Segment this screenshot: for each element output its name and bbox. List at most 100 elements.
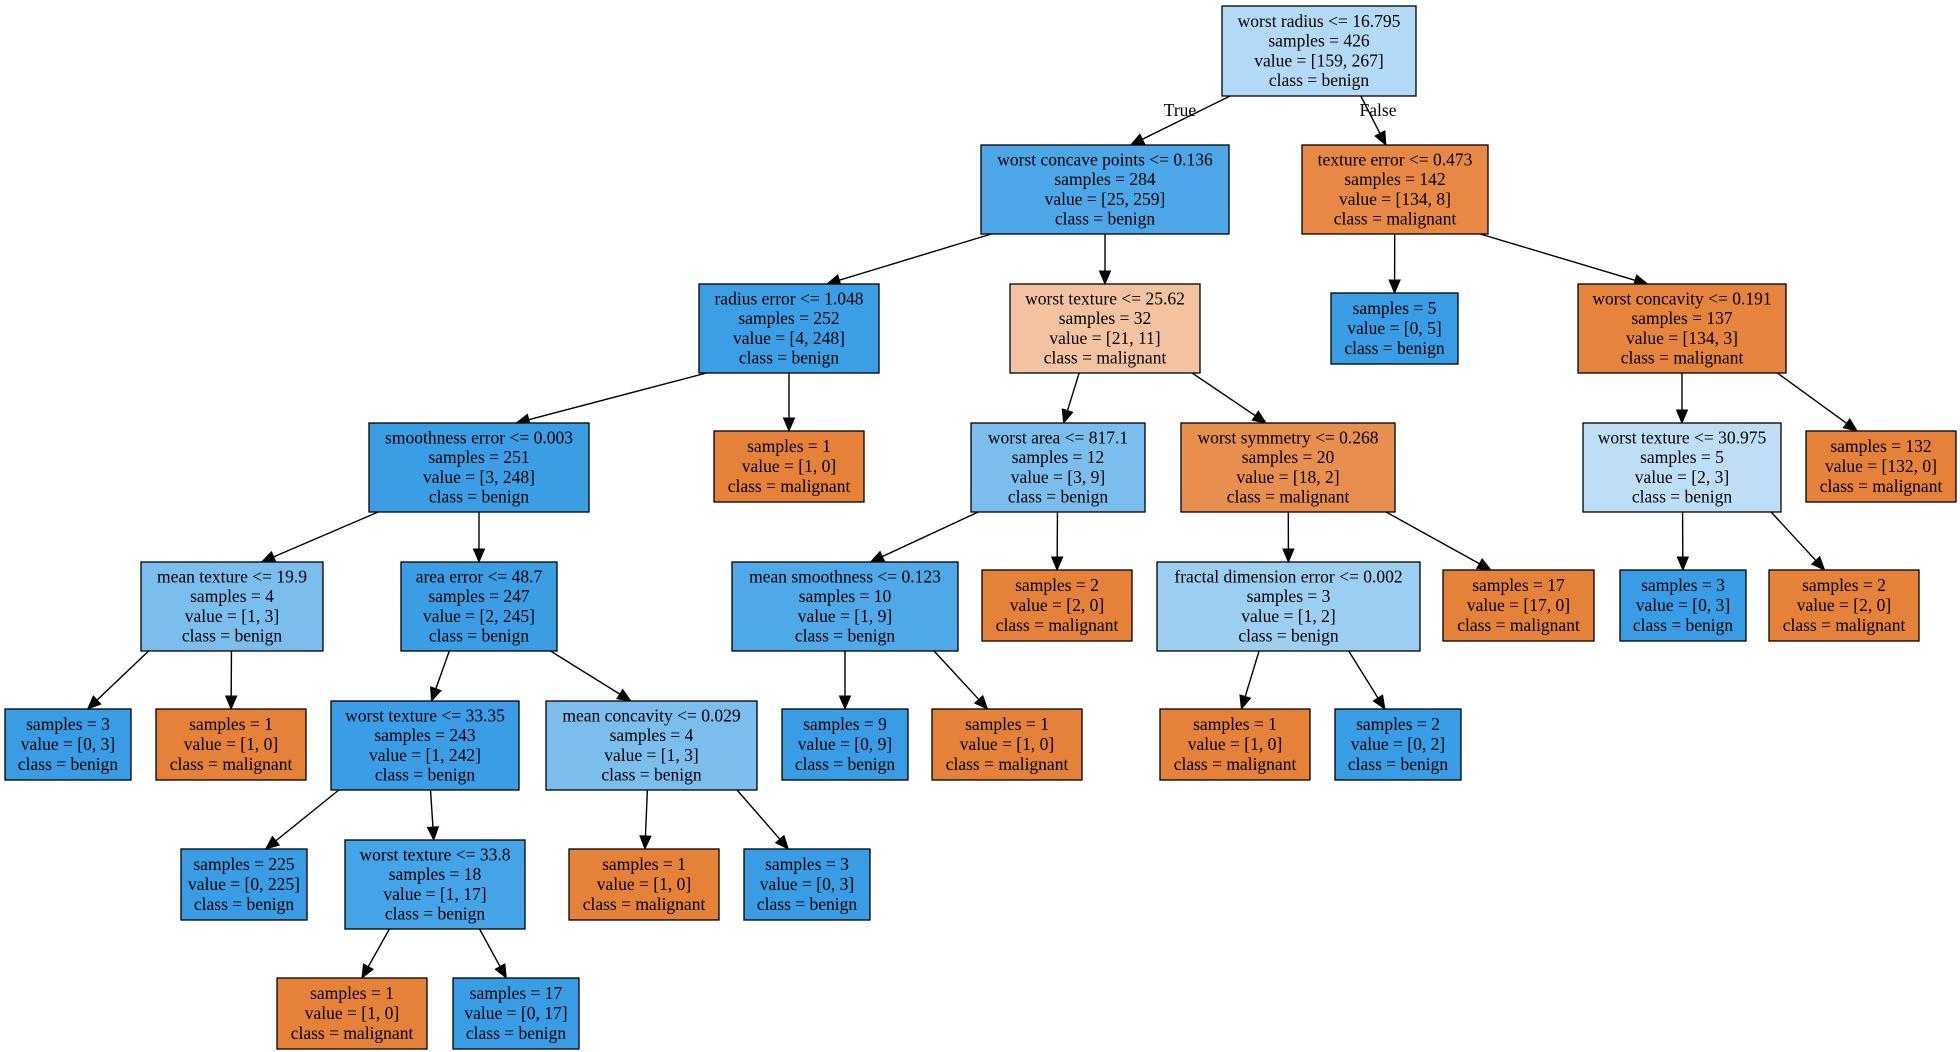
node-box [1442, 569, 1595, 642]
node-line: value = [21, 11] [1049, 328, 1160, 348]
node-line: class = benign [1348, 754, 1449, 774]
node-line: class = malignant [1457, 615, 1580, 635]
node-line: class = benign [1269, 70, 1370, 90]
node-line: value = [1, 3] [604, 745, 698, 765]
node-line: value = [0, 5] [1347, 318, 1441, 338]
node-box [1577, 283, 1787, 374]
arrow-head-icon [782, 417, 796, 433]
node-box [368, 422, 590, 513]
edge-n8-n9 [275, 789, 340, 842]
node-box [276, 977, 428, 1050]
node-box [1334, 708, 1462, 781]
node-line: class = malignant [291, 1023, 414, 1043]
tree-node-n24: fractal dimension error <= 0.002samples … [1156, 561, 1421, 652]
arrow-head-icon [1239, 694, 1252, 711]
node-box [931, 708, 1083, 781]
node-line: mean concavity <= 0.029 [562, 705, 740, 725]
node-line: class = malignant [583, 894, 706, 914]
node-box [400, 561, 558, 652]
arrow-head-icon [264, 835, 281, 850]
edge-n13-n15 [736, 789, 781, 840]
node-line: value = [3, 248] [423, 467, 535, 487]
node-line: samples = 1 [602, 854, 686, 874]
node-line: value = [1, 0] [184, 734, 278, 754]
arrow-head-icon [1388, 279, 1401, 295]
node-box [1159, 708, 1311, 781]
node-line: samples = 17 [1472, 575, 1565, 595]
arrow-head-icon [639, 835, 652, 851]
edge-label-false: False [1360, 100, 1397, 120]
node-line: value = [2, 0] [1797, 595, 1891, 615]
arrow-head-icon [838, 695, 852, 711]
arrow-head-icon [86, 695, 102, 710]
node-line: class = malignant [996, 615, 1119, 635]
arrow-head-icon [1372, 694, 1386, 711]
node-box [1009, 283, 1201, 374]
arrow-head-icon [1676, 556, 1690, 572]
node-box [568, 848, 720, 921]
node-line: value = [159, 267] [1254, 50, 1383, 70]
node-box [731, 561, 959, 652]
node-line: class = benign [1633, 615, 1734, 635]
node-line: value = [17, 0] [1467, 595, 1570, 615]
node-line: samples = 247 [428, 586, 529, 606]
node-line: class = benign [194, 894, 295, 914]
arrow-head-icon [472, 548, 486, 564]
node-line: samples = 137 [1631, 308, 1732, 328]
node-line: samples = 3 [1641, 575, 1725, 595]
arrow-head-icon [1842, 418, 1859, 432]
node-line: samples = 1 [747, 436, 831, 456]
node-line: samples = 2 [1356, 714, 1440, 734]
edge-n24-n25 [1244, 650, 1260, 697]
node-box [1330, 292, 1459, 365]
node-line: worst texture <= 25.62 [1025, 288, 1185, 308]
node-line: value = [134, 8] [1339, 189, 1451, 209]
edge-n8-n10 [429, 789, 434, 828]
node-line: class = malignant [1174, 754, 1297, 774]
edge-n31-n33 [1770, 511, 1817, 561]
node-line: samples = 5 [1353, 298, 1437, 318]
node-line: samples = 1 [965, 714, 1049, 734]
node-box [1301, 144, 1489, 235]
node-line: samples = 12 [1012, 447, 1105, 467]
node-line: mean texture <= 19.9 [157, 566, 307, 586]
node-line: worst symmetry <= 0.268 [1197, 427, 1378, 447]
arrow-head-icon [494, 963, 507, 980]
node-line: area error <= 48.7 [416, 566, 543, 586]
node-line: worst texture <= 30.975 [1598, 427, 1767, 447]
node-line: value = [1, 17] [383, 884, 486, 904]
edge-n13-n14 [644, 789, 649, 837]
node-line: samples = 243 [374, 725, 475, 745]
arrow-head-icon [426, 826, 440, 842]
node-box [1221, 5, 1417, 97]
node-line: samples = 252 [738, 308, 839, 328]
arrow-head-icon [1061, 408, 1074, 425]
edge-n1-n2 [839, 233, 992, 281]
node-line: samples = 2 [1015, 575, 1099, 595]
node-line: samples = 132 [1830, 436, 1931, 456]
edge-n30-n34 [1776, 372, 1848, 424]
node-line: class = benign [182, 626, 283, 646]
node-line: class = malignant [170, 754, 293, 774]
node-box [545, 700, 758, 791]
node-line: worst radius <= 16.795 [1238, 11, 1401, 31]
node-line: value = [1, 242] [369, 745, 481, 765]
node-box [330, 700, 520, 791]
node-box [713, 430, 865, 503]
